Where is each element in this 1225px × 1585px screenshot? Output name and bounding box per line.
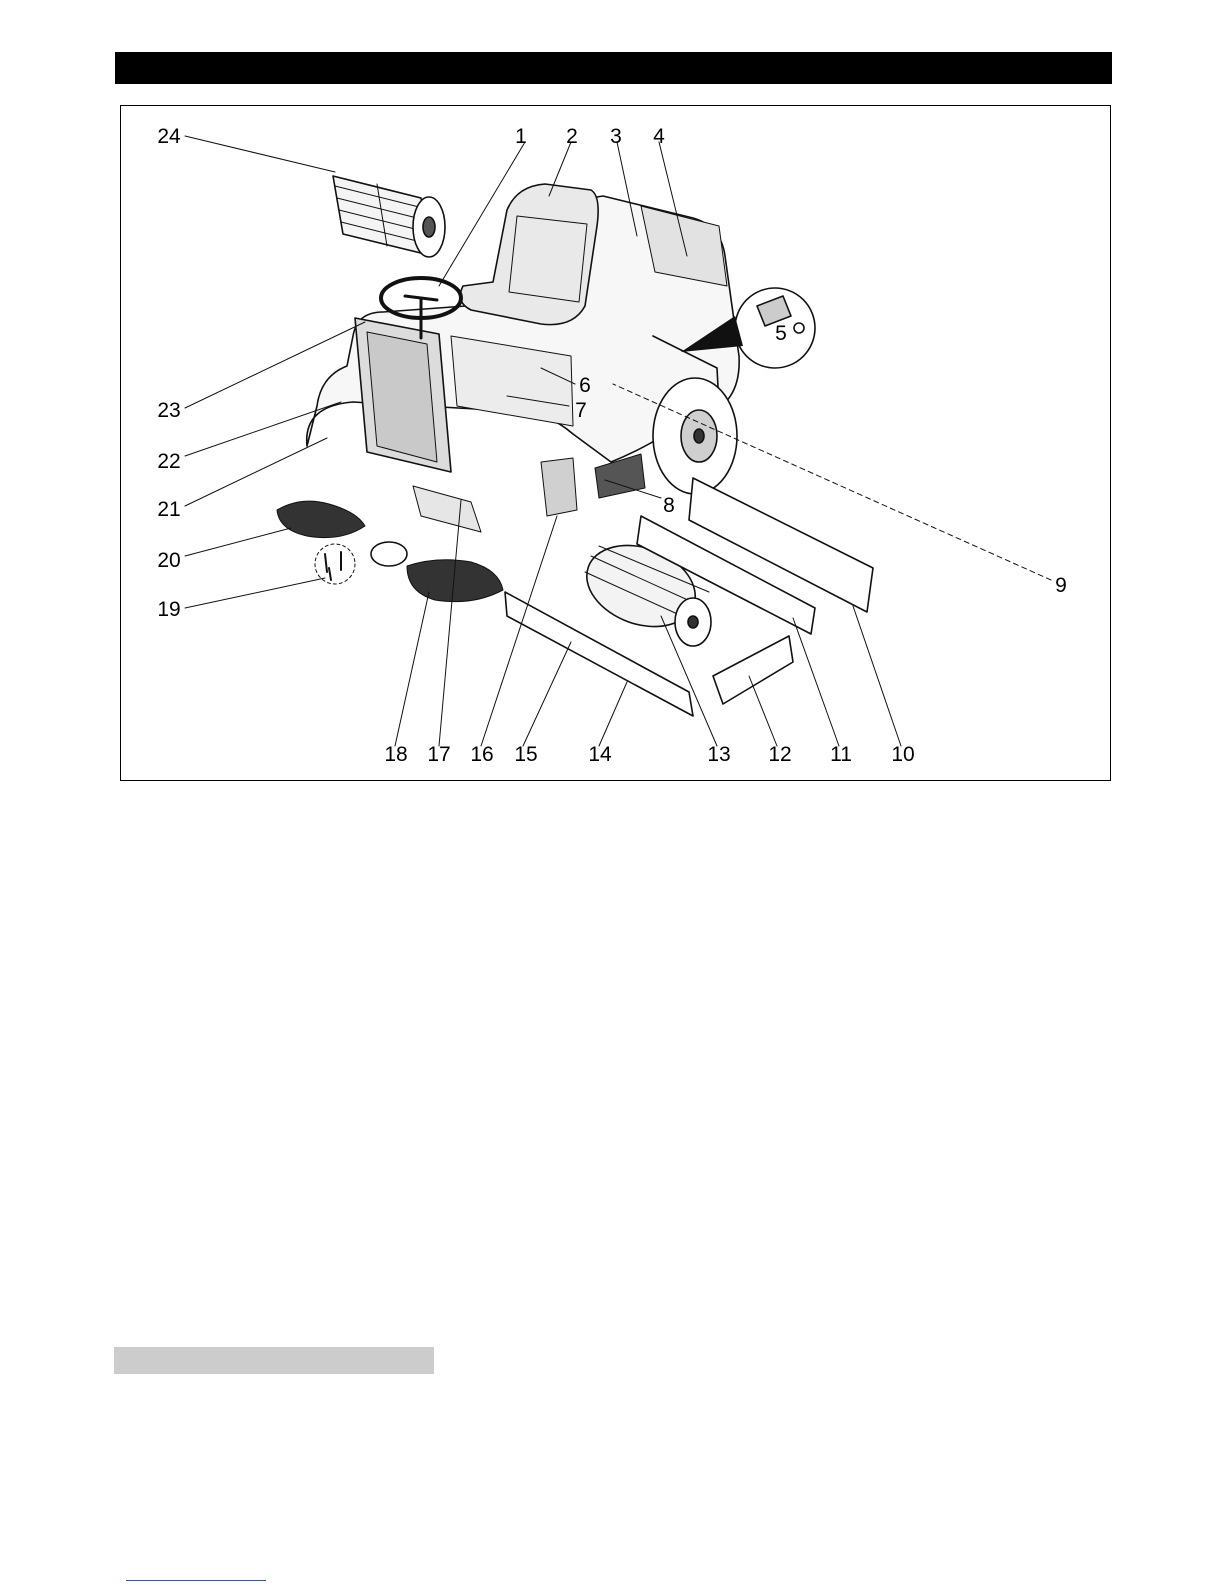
callout-19: 19 — [157, 598, 180, 621]
callout-20: 20 — [157, 549, 180, 572]
callout-16: 16 — [470, 743, 493, 766]
footer-rule — [126, 1580, 266, 1581]
callout-13: 13 — [707, 743, 730, 766]
callout-18: 18 — [384, 743, 407, 766]
screws-detail-drawing — [315, 544, 355, 584]
callout-6: 6 — [579, 374, 591, 397]
sweeper-illustration: 1 2 3 4 5 6 7 8 9 10 11 12 13 14 15 16 1… — [121, 106, 1112, 782]
callout-4: 4 — [653, 125, 665, 148]
machine-overview-figure: 1 2 3 4 5 6 7 8 9 10 11 12 13 14 15 16 1… — [120, 105, 1111, 781]
section-heading-bar — [114, 1347, 434, 1374]
callout-24: 24 — [157, 125, 181, 148]
callout-10: 10 — [891, 743, 914, 766]
callout-14: 14 — [588, 743, 612, 766]
callout-9: 9 — [1055, 574, 1067, 597]
callout-8: 8 — [663, 494, 675, 517]
callout-7: 7 — [575, 399, 587, 422]
callout-21: 21 — [157, 498, 180, 521]
spare-roller-brush-drawing — [333, 176, 445, 257]
callout-2: 2 — [566, 125, 578, 148]
callout-11: 11 — [830, 743, 852, 766]
callout-5: 5 — [775, 322, 787, 345]
callout-3: 3 — [610, 125, 622, 148]
callout-15: 15 — [514, 743, 537, 766]
callout-23: 23 — [157, 399, 180, 422]
driver-seat-drawing — [460, 184, 598, 325]
callout-17: 17 — [427, 743, 450, 766]
callout-22: 22 — [157, 450, 180, 473]
callout-1: 1 — [515, 125, 527, 148]
page-header-bar — [115, 52, 1112, 84]
callout-12: 12 — [768, 743, 791, 766]
